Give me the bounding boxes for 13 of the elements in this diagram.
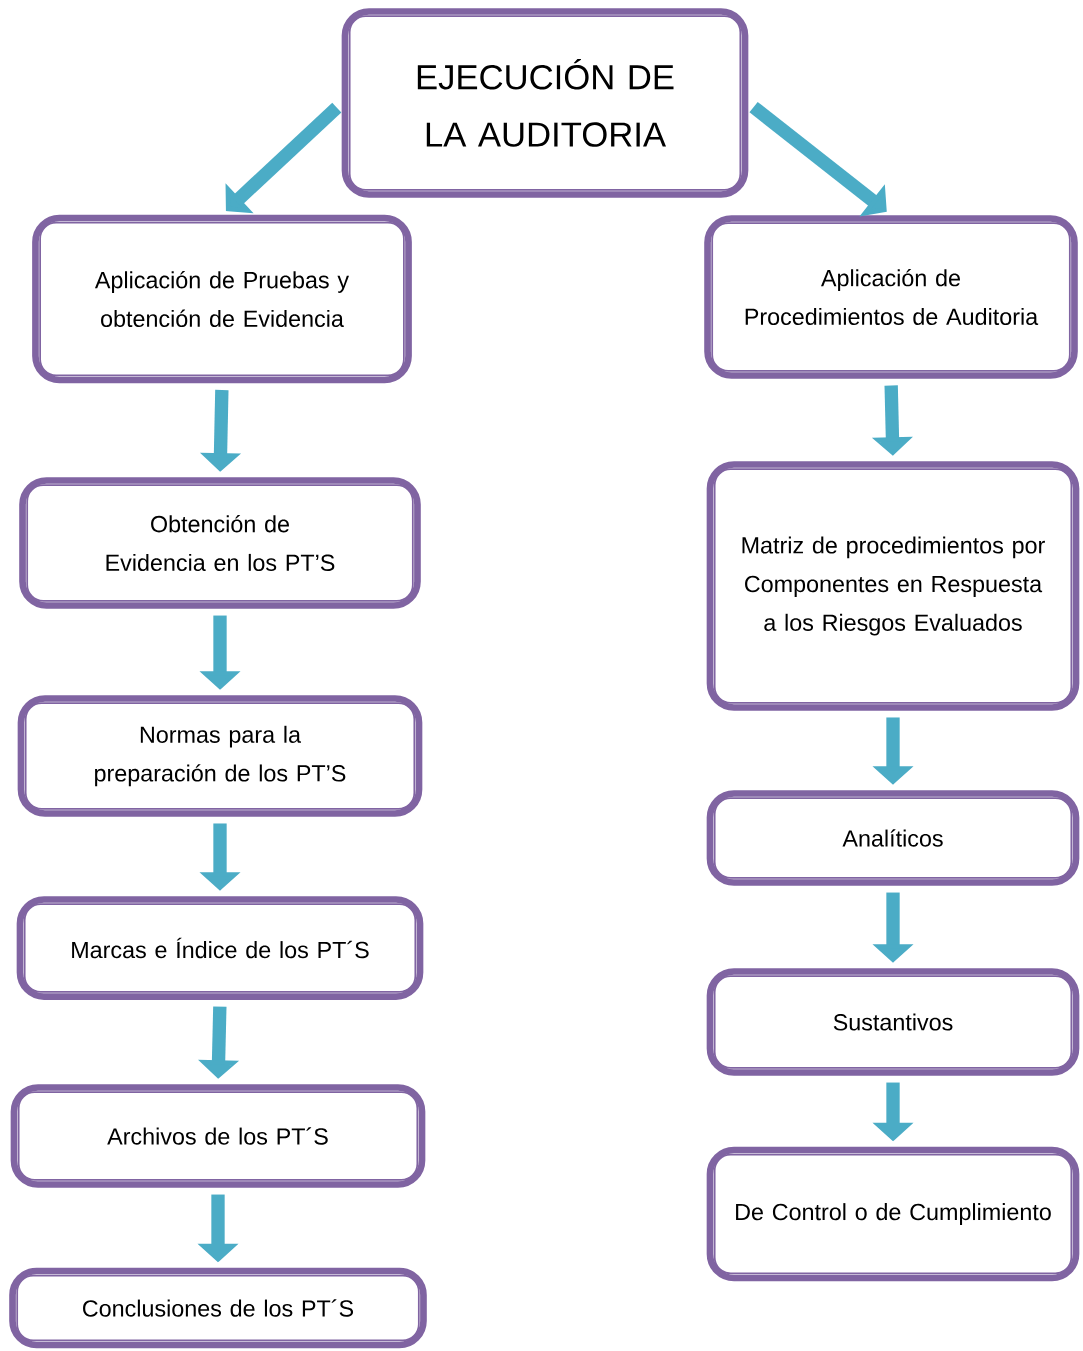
process-box: Normas para la preparación de los PT’S (17, 695, 423, 817)
process-box: Conclusiones de los PT´S (9, 1267, 427, 1349)
process-box: Marcas e Índice de los PT´S (16, 896, 424, 1000)
block-arrow (225, 102, 342, 214)
process-box: Analíticos (706, 790, 1080, 886)
process-box: Obtención de Evidencia en los PT’S (19, 477, 421, 609)
process-box: De Control o de Cumplimiento (706, 1146, 1080, 1282)
process-box: Sustantivos (706, 968, 1080, 1076)
process-box: Aplicación de Procedimientos de Auditoria (704, 215, 1078, 379)
process-box: Aplicación de Pruebas y obtención de Evidencia (32, 214, 412, 384)
process-box: Archivos de los PT´S (10, 1084, 426, 1188)
process-box: EJECUCIÓN DE LA AUDITORIA (341, 8, 749, 198)
process-box: Matriz de procedimientos por Componentes en Respuesta a los Riesgos Evaluados (706, 461, 1080, 711)
